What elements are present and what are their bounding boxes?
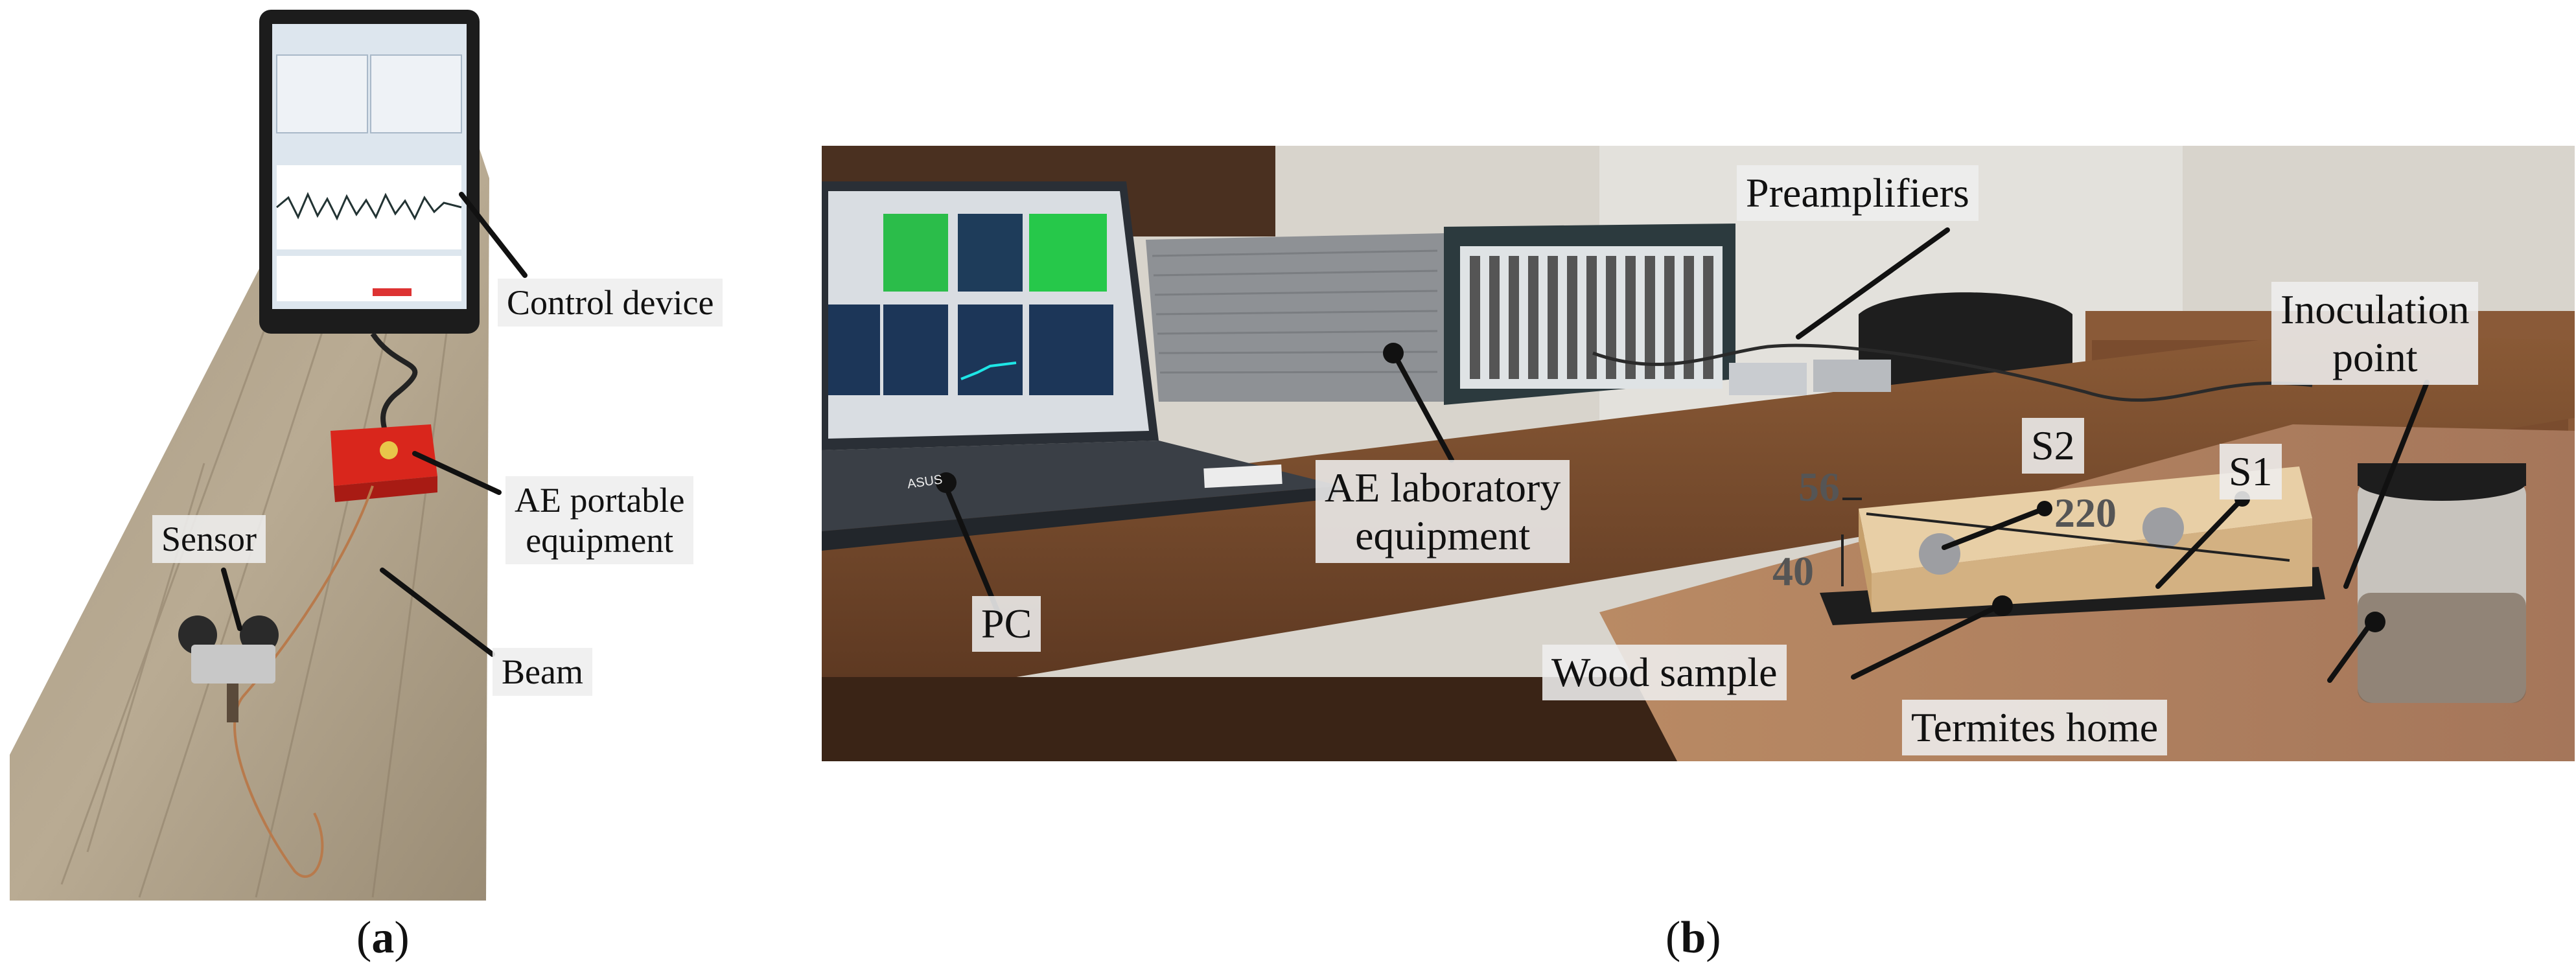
label-ae-laboratory-equipment: AE laboratory equipment [1316,460,1570,564]
ae-portable-box [331,424,437,502]
photo-panel-a [10,10,489,901]
laptop [822,181,1340,551]
caption-b-letter: b [1680,913,1706,963]
label-s2: S2 [2022,418,2084,474]
termites-container [2358,463,2526,703]
lab-photo [822,146,2575,761]
caption-a-letter: a [371,913,395,963]
dimension-220: 220 [2054,490,2117,536]
label-sensor: Sensor [152,515,266,564]
preamplifiers-units [1729,360,1891,395]
label-preamplifiers: Preamplifiers [1737,165,1978,221]
control-device [259,10,480,334]
label-ae-portable-line2: equipment [526,521,674,560]
dimension-40: 40 [1772,548,1814,594]
label-inoculation-line1: Inoculation [2280,286,2470,332]
sensor-s2 [1919,533,1960,575]
label-ae-lab-line1: AE laboratory [1325,465,1561,511]
photo-panel-b [822,146,2575,761]
desk [822,334,2575,709]
label-inoculation-point: Inoculation point [2271,282,2479,385]
label-ae-lab-line2: equipment [1355,512,1531,558]
label-ae-portable-line1: AE portable [515,481,685,520]
sensor-s1 [2142,507,2184,549]
label-inoculation-line2: point [2332,334,2418,380]
label-termites-home: Termites home [1902,700,2168,755]
beam-photo [10,10,489,901]
label-pc: PC [972,596,1041,652]
label-ae-portable-equipment: AE portable equipment [505,476,694,565]
dimension-56: 56 [1798,464,1840,510]
label-wood-sample: Wood sample [1542,645,1787,700]
label-s1: S1 [2220,444,2282,500]
ae-laboratory-equipment [1146,224,1735,405]
label-control-device: Control device [498,279,723,327]
label-beam: Beam [493,648,592,696]
caption-b: (b) [1665,913,1721,963]
sensor [178,615,279,722]
caption-a: (a) [356,913,410,963]
